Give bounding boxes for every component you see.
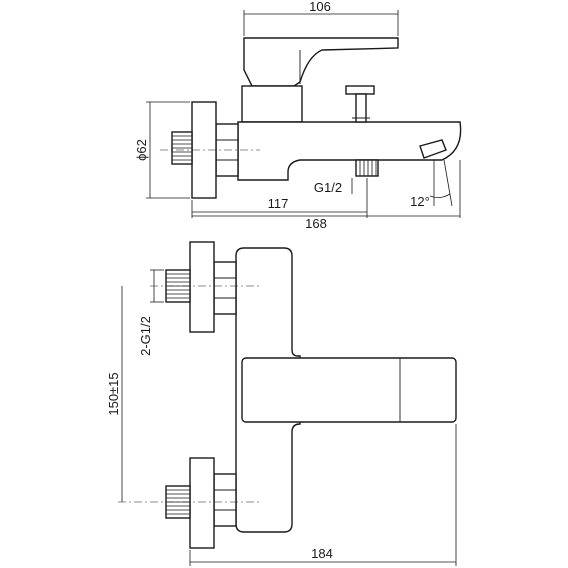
dim-rosette-diameter: ϕ62	[134, 139, 149, 161]
dim-spout-angle: 12°	[410, 194, 430, 209]
dim-overall-width: 184	[311, 546, 333, 561]
side-outlet-thread	[355, 159, 379, 177]
front-lever	[241, 357, 457, 423]
upper-hex-nut	[213, 261, 237, 315]
diverter-stem	[355, 93, 367, 123]
dim-overall-depth: 168	[305, 216, 327, 231]
spout-outlet	[419, 139, 447, 159]
dim-inlet-thread: 2-G1/2	[138, 316, 153, 356]
lower-hex-nut	[213, 473, 237, 527]
side-view: 106 ϕ62 117 168 G1/2 12°	[134, 0, 462, 231]
dim-outlet-thread: G1/2	[314, 180, 342, 195]
side-body	[237, 121, 462, 181]
side-cartridge	[241, 85, 303, 123]
diverter-knob	[345, 85, 375, 95]
upper-rosette	[189, 241, 215, 333]
dim-inlet-spacing: 150±15	[106, 372, 121, 415]
dim-handle-width: 106	[309, 0, 331, 14]
front-view: 2-G1/2 150±15 184	[106, 241, 457, 566]
lower-rosette	[189, 457, 215, 549]
side-handle	[243, 37, 399, 87]
dim-outlet-offset: 117	[268, 196, 289, 211]
